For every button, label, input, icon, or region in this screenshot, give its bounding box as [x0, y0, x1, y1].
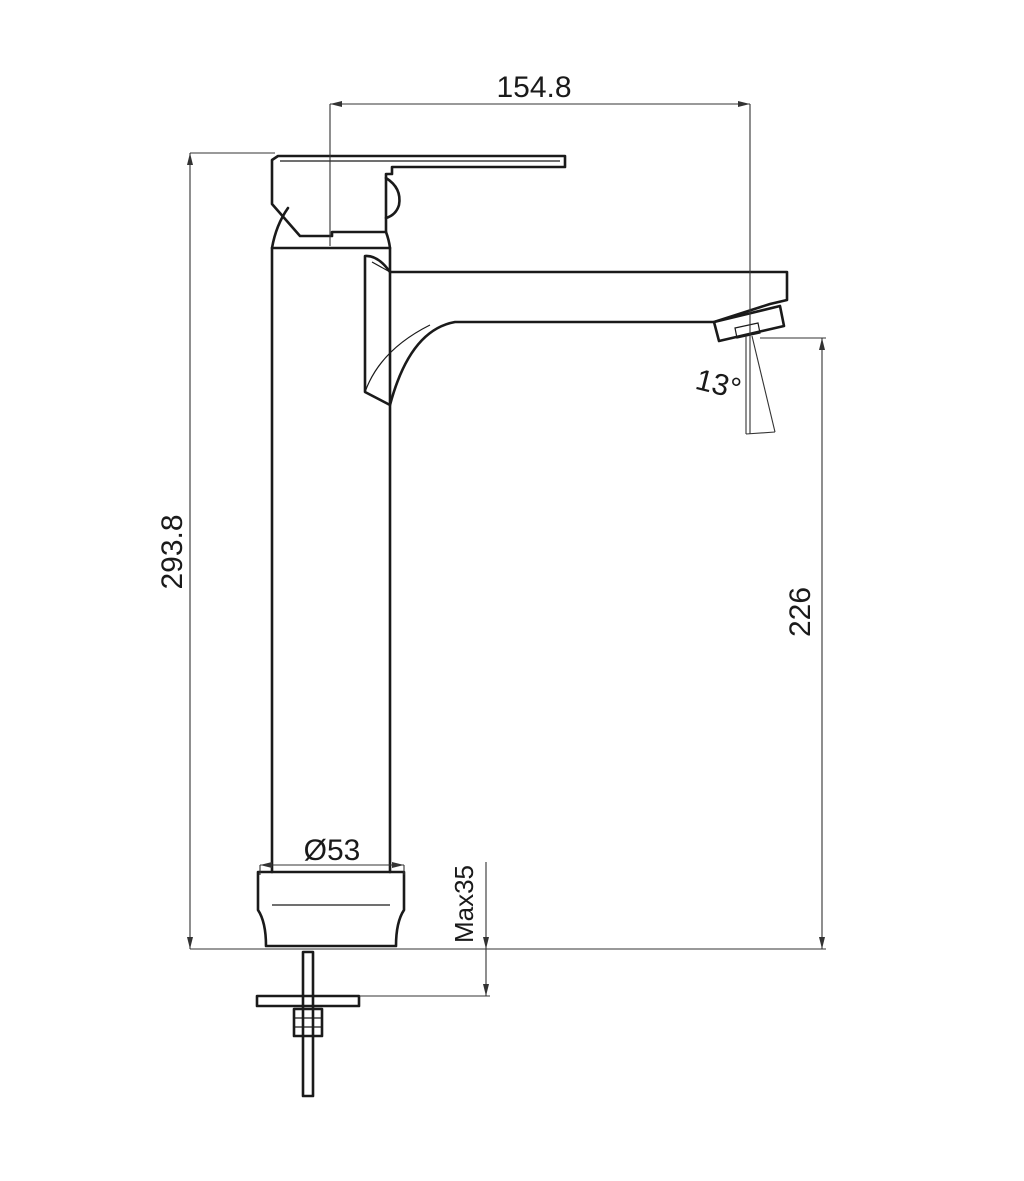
cartridge-collar: [270, 206, 392, 250]
body-diameter-label: Ø53: [304, 834, 361, 867]
spout-reach-label: 154.8: [496, 71, 571, 104]
handle-knob: [384, 176, 401, 220]
outlet-angle-label: 13°: [692, 363, 744, 406]
body-column: [270, 246, 392, 874]
outlet-height-label: 226: [784, 587, 817, 637]
handle-lever: [270, 154, 567, 238]
base-escutcheon: [256, 870, 406, 948]
aerator: [712, 304, 786, 343]
dimension-lines: [187, 101, 826, 997]
fixing-nut: [292, 1007, 324, 1038]
faucet-outline: [255, 154, 789, 1098]
total-height-label: 293.8: [156, 514, 189, 589]
spout: [363, 254, 789, 407]
max-deck-thickness-label: Max35: [449, 865, 479, 943]
mounting-stud: [301, 950, 315, 1098]
fixing-plate: [255, 994, 361, 1008]
